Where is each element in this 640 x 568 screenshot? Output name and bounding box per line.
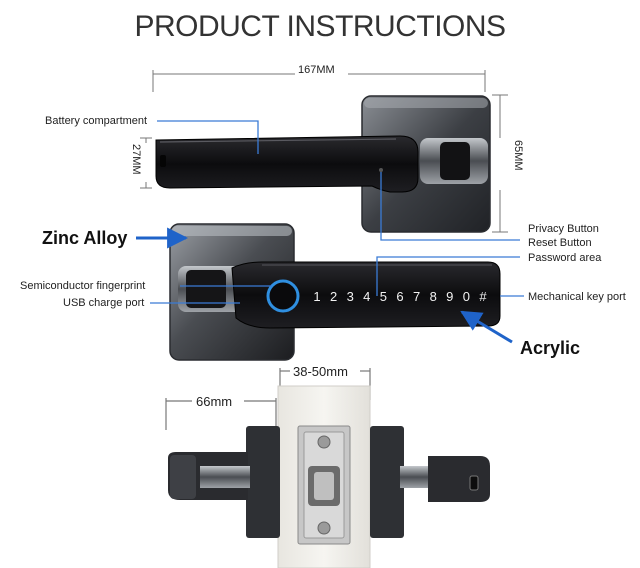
keypad-key-0: 0 — [463, 289, 470, 304]
door-cross-section — [246, 385, 404, 568]
keypad-key-hash: # — [479, 289, 487, 304]
keypad-key-5: 5 — [380, 289, 387, 304]
spindle-length-label: 66mm — [196, 394, 233, 409]
dimension-height-rose: 65MM — [512, 140, 524, 171]
door-thickness-label: 38-50mm — [293, 364, 348, 379]
top-handle — [155, 95, 491, 233]
keypad-key-9: 9 — [446, 289, 453, 304]
keypad-key-3: 3 — [347, 289, 354, 304]
password-leader — [376, 256, 520, 296]
left-lever-bottom — [168, 452, 250, 500]
privacy-leader — [380, 170, 520, 241]
right-lever-bottom — [400, 456, 490, 502]
dimension-width-top: 167MM — [298, 64, 335, 76]
battery-compartment-label: Battery compartment — [45, 115, 148, 127]
dimension-height-lever: 27MM — [130, 144, 142, 175]
keypad-key-1: 1 — [313, 289, 320, 304]
mechanical-key-port-label: Mechanical key port — [528, 291, 626, 303]
acrylic-label: Acrylic — [520, 338, 581, 358]
zinc-alloy-label: Zinc Alloy — [42, 228, 128, 248]
battery-leader — [157, 120, 259, 154]
keypad-handle — [169, 223, 501, 361]
keypad-key-7: 7 — [413, 289, 420, 304]
page-title: PRODUCT INSTRUCTIONS — [134, 10, 506, 43]
dimension-65-line — [492, 94, 508, 233]
keypad-key-2: 2 — [330, 289, 337, 304]
fingerprint-label: Semiconductor fingerprint — [20, 280, 146, 292]
privacy-button-label: Privacy Button — [528, 223, 599, 235]
reset-button-label: Reset Button — [528, 237, 592, 249]
dimension-27-line — [140, 137, 152, 189]
usb-charge-port-label: USB charge port — [63, 297, 145, 309]
keypad-key-4: 4 — [363, 289, 370, 304]
password-area-label: Password area — [528, 252, 602, 264]
dimension-167-line — [152, 70, 486, 92]
acrylic-arrow — [460, 310, 513, 344]
keypad-key-8: 8 — [430, 289, 437, 304]
keypad-key-6: 6 — [396, 289, 403, 304]
